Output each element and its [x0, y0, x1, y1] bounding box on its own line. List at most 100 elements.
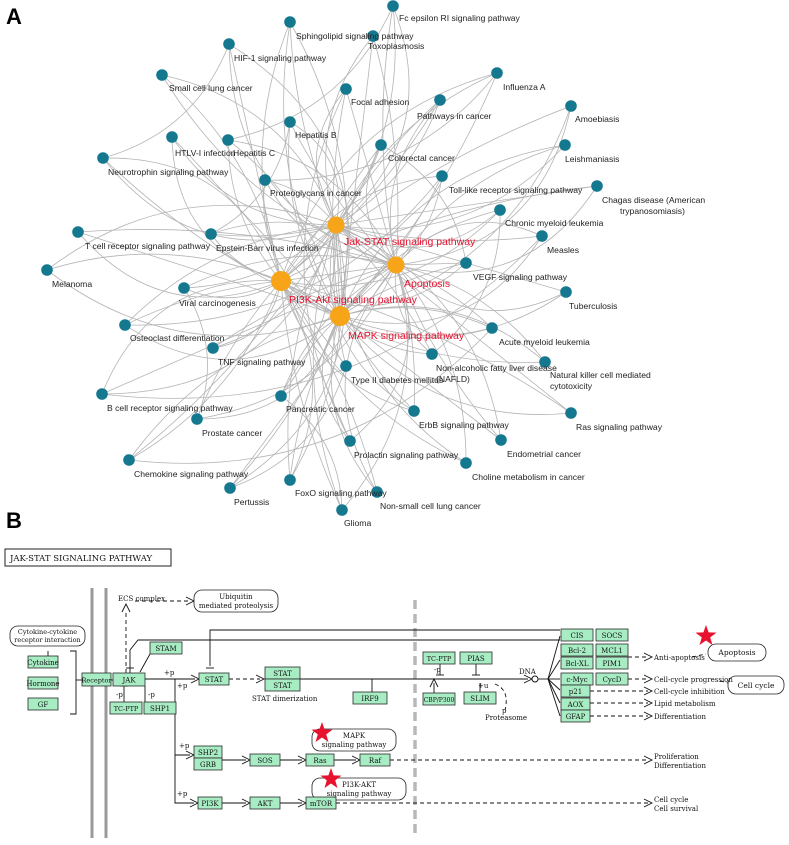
cell-cycle-box — [727, 675, 785, 695]
network-edge — [289, 21, 337, 226]
network-edge — [339, 144, 566, 317]
network-edge — [335, 5, 410, 226]
network-edge — [128, 315, 341, 461]
node-label-erbb: ErbB signaling pathway — [419, 420, 510, 430]
network-edge — [315, 88, 347, 226]
apoptosis-box-label: Apoptosis — [717, 648, 755, 657]
network-edge — [335, 144, 566, 230]
network-node-tlr — [436, 170, 448, 182]
gene-label: SLIM — [470, 695, 489, 703]
gene-label: STAT — [273, 670, 292, 678]
network-edge — [102, 43, 230, 159]
network-node-hepc — [222, 134, 234, 146]
network-node-prost — [191, 413, 203, 425]
ubiquitination-label: +u — [478, 682, 489, 690]
network-edge — [287, 99, 441, 481]
network-nodes — [41, 0, 603, 516]
network-edge — [303, 88, 351, 442]
gene-bclxl — [560, 656, 594, 670]
network-edge — [280, 280, 378, 493]
network-edge — [128, 327, 493, 464]
hub-node-pi3k — [271, 271, 291, 291]
ecs-complex-label: ECS complex — [118, 595, 165, 603]
network-edge — [339, 315, 502, 441]
phospho-label: +p — [179, 742, 190, 750]
node-label-prl: Prolactin signaling pathway — [354, 450, 459, 460]
ubiquitin-label: Ubiquitin — [219, 593, 253, 601]
network-edge — [280, 264, 397, 397]
gene-stat — [198, 672, 230, 686]
network-edge — [263, 179, 341, 317]
network-edge — [229, 224, 346, 489]
phospho-label: +p — [177, 682, 188, 690]
network-node-proteo — [259, 174, 271, 186]
hub-node-mapk — [330, 306, 350, 326]
network-edge — [229, 315, 341, 489]
network-edge — [339, 315, 433, 355]
network-edge — [335, 224, 567, 293]
node-label-line: Natural killer cell mediated — [550, 370, 651, 380]
network-edge — [395, 264, 546, 363]
gene-gfap — [560, 709, 591, 723]
proteasome-label: Proteasome — [485, 714, 527, 722]
gene-label: JAK — [121, 677, 136, 685]
node-label-chemo: Chemokine signaling pathway — [134, 469, 249, 479]
cell-cycle-box-label: Cell cycle — [738, 681, 775, 690]
network-node-pert — [224, 482, 236, 494]
gene-jak — [112, 672, 146, 687]
pathway-title: JAK-STAT SIGNALING PATHWAY — [9, 554, 153, 564]
network-edge — [128, 224, 337, 461]
node-label-hepb: Hepatitis B — [295, 130, 337, 140]
network-edge — [212, 280, 282, 349]
node-label-viral: Viral carcinogenesis — [179, 298, 256, 308]
network-edge — [280, 144, 382, 282]
gene-cis — [560, 628, 594, 642]
node-label-toxo: Toxoplasmosis — [368, 41, 424, 51]
gene-ras — [305, 753, 335, 767]
gene-grb — [193, 757, 223, 771]
network-node-tb — [560, 286, 572, 298]
dna-label: DNA — [519, 668, 537, 676]
star-icon — [311, 722, 333, 742]
network-edge — [289, 21, 348, 317]
network-edge — [280, 280, 343, 511]
node-label-foxo: FoxO signaling pathway — [295, 488, 387, 498]
gene-label: STAT — [273, 682, 292, 690]
mapk-pathway-label: signaling pathway — [322, 741, 387, 749]
network-edge — [264, 179, 337, 226]
gene-raf — [359, 753, 391, 767]
network-edge — [280, 315, 341, 397]
network-node-viral — [178, 282, 190, 294]
network-edge — [335, 224, 341, 317]
gene-label: SHP2 — [198, 749, 218, 757]
network-node-t2d — [340, 360, 352, 372]
network-node-cml — [494, 204, 506, 216]
node-label-pert: Pertussis — [234, 497, 269, 507]
network-edge — [46, 204, 337, 271]
gene-label: MCL1 — [601, 647, 623, 655]
gene-tcptp — [109, 701, 143, 715]
gene-label: STAM — [155, 645, 176, 653]
gene-label: PIM1 — [602, 660, 621, 668]
gene-receptor — [81, 672, 112, 687]
dephospho-label: -p — [148, 691, 155, 699]
network-node-glioma — [336, 504, 348, 516]
network-edge — [280, 72, 498, 282]
gene-pi3k — [197, 796, 223, 810]
network-edge — [395, 105, 572, 266]
output-label: Proliferation — [654, 753, 699, 761]
gene-bcl2 — [560, 643, 594, 657]
network-node-hepb — [284, 116, 296, 128]
network-edge — [101, 264, 397, 395]
network-edge — [333, 224, 347, 367]
node-label-choline: Choline metabolism in cancer — [472, 472, 585, 482]
network-edge — [171, 136, 337, 226]
network-edge — [344, 264, 397, 493]
gene-label: PIAS — [467, 655, 485, 663]
network-edge — [339, 235, 543, 324]
network-edge — [283, 21, 415, 412]
node-label-endo: Endometrial cancer — [507, 449, 581, 459]
pi3k-pathway-label: PI3K-AKT — [342, 781, 376, 789]
network-edge — [349, 264, 410, 442]
